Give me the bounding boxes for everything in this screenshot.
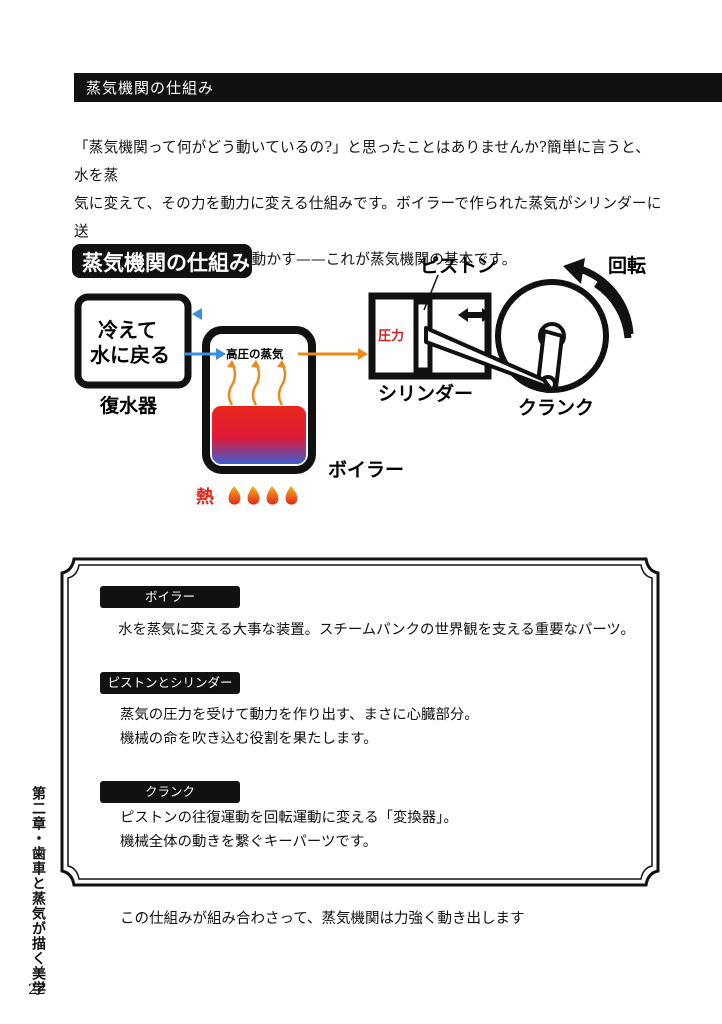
piston-motion-arrow	[458, 308, 492, 322]
detail-label-text: ピストンとシリンダー	[107, 675, 233, 690]
steam-wave-tip	[251, 360, 260, 368]
boiler-water	[212, 406, 306, 464]
steam-engine-diagram: 蒸気機関の仕組み 冷えて 水に戻る 復水器 高圧の蒸気 ボイラー 熱 圧力 ピス…	[72, 244, 646, 508]
intro-line: 気に変えて、その力を動力に変える仕組みです。ボイラーで作られた蒸気がシリンダーに…	[74, 195, 662, 240]
condenser-text-line2: 水に戻る	[90, 343, 170, 367]
closing-line: この仕組みが組み合わさって、蒸気機関は力強く動き出します	[120, 911, 525, 927]
intro-line: 「蒸気機関って何がどう動いているの?」と思ったことはありませんか?簡単に言うと、…	[74, 139, 651, 184]
detail-line: ピストンの往復運動を回転運動に変える「変換器」。	[120, 810, 458, 826]
connecting-rod	[424, 326, 552, 390]
steam-pipe-arrow-head	[358, 348, 368, 360]
detail-label-boiler: ボイラー	[100, 586, 240, 608]
condenser-box	[74, 293, 192, 389]
chapter-title-vertical: 第二章・歯車と蒸気が描く美学	[30, 786, 46, 996]
diagram-title: 蒸気機関の仕組み	[82, 250, 250, 275]
crank-label: クランク	[518, 397, 594, 419]
detail-label-piston-cylinder: ピストンとシリンダー	[100, 672, 240, 694]
page-number: 22	[28, 982, 46, 998]
condenser-to-boiler-arrow-head	[216, 348, 226, 360]
detail-label-crank: クランク	[100, 781, 240, 803]
steam-wave-tip	[277, 360, 286, 368]
detail-line: 機械の命を吹き込む役割を果たします。	[120, 731, 378, 747]
flame-icon	[247, 486, 260, 505]
detail-label-text: クランク	[144, 784, 195, 799]
detail-line: 蒸気の圧力を受けて動力を作り出す、まさに心臓部分。	[120, 707, 479, 723]
detail-desc-crank: ピストンの往復運動を回転運動に変える「変換器」。 機械全体の動きを繋ぐキーパーツ…	[120, 806, 458, 854]
detail-frame	[60, 557, 660, 887]
detail-desc-piston-cylinder: 蒸気の圧力を受けて動力を作り出す、まさに心臓部分。 機械の命を吹き込む役割を果た…	[120, 703, 479, 751]
detail-line: 機械全体の動きを繋ぐキーパーツです。	[120, 834, 378, 850]
steam-label: 高圧の蒸気	[226, 347, 284, 361]
piston-label: ピストン	[420, 255, 496, 277]
section-header-bar: 蒸気機関の仕組み	[74, 73, 722, 102]
condenser-label: 復水器	[99, 394, 158, 417]
detail-label-text: ボイラー	[144, 589, 195, 604]
flame-icon	[266, 486, 279, 505]
steam-wave-tip	[227, 360, 236, 368]
steam-wave	[251, 362, 261, 406]
rotation-arrow-head	[563, 258, 585, 284]
steam-wave	[227, 362, 237, 406]
intro-paragraph: 「蒸気機関って何がどう動いているの?」と思ったことはありませんか?簡単に言うと、…	[74, 134, 664, 274]
heat-label: 熱	[196, 486, 214, 508]
cylinder-label: シリンダー	[378, 382, 473, 405]
detail-desc-boiler: 水を蒸気に変える大事な装置。スチームパンクの世界観を支える重要なパーツ。	[118, 618, 635, 642]
rotation-arrow-body	[575, 264, 634, 335]
frame-inner-border	[67, 564, 653, 880]
steam-wave	[277, 362, 287, 406]
diagram-title-bg	[72, 244, 252, 278]
return-arrow-head	[192, 308, 202, 320]
frame-outer-border	[60, 557, 660, 887]
condenser-text-line1: 冷えて	[98, 318, 157, 342]
piston-pointer-line	[423, 274, 439, 311]
detail-line: 水を蒸気に変える大事な装置。スチームパンクの世界観を支える重要なパーツ。	[118, 622, 635, 638]
flame-icon	[228, 486, 241, 505]
flame-icon	[285, 486, 298, 505]
boiler-label: ボイラー	[328, 459, 404, 481]
rotation-label: 回転	[608, 255, 646, 277]
section-title: 蒸気機関の仕組み	[86, 79, 215, 97]
pressure-label: 圧力	[378, 328, 404, 344]
